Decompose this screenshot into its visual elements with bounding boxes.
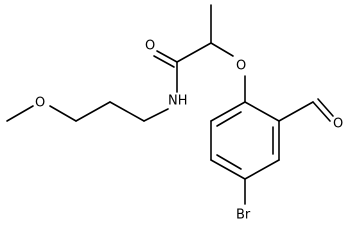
molecule-canvas: O NH O O O Br xyxy=(6,4,343,223)
bond-nitrogen-chain xyxy=(143,108,169,122)
ring-inner-bond-3 xyxy=(216,111,242,127)
ring-inner-bond-2 xyxy=(216,154,242,170)
bond-alpha-ether xyxy=(210,42,234,57)
aryl-ether-oxygen-label: O xyxy=(236,59,246,74)
bond-chain-1 xyxy=(109,101,145,122)
ring-bond-6 xyxy=(210,101,246,122)
carbonyl-oxygen-label: O xyxy=(145,39,155,54)
bond-aldehyde-double-1 xyxy=(312,101,331,122)
structure-diagram: O NH O O O Br xyxy=(6,4,343,223)
bond-chain-3 xyxy=(49,105,77,122)
ring-bond-1 xyxy=(244,101,280,122)
bond-alpha-carbonyl xyxy=(176,42,212,63)
nitrogen-label: NH xyxy=(168,94,188,109)
aldehyde-oxygen-label: O xyxy=(333,117,343,132)
ring-bond-4 xyxy=(210,159,246,180)
bond-ring-aldehyde xyxy=(278,101,314,122)
bond-chain-2 xyxy=(75,101,111,122)
methoxy-oxygen-label: O xyxy=(35,96,45,111)
ring-bond-3 xyxy=(244,159,280,180)
bond-carbonyl-double-1 xyxy=(156,50,178,63)
bond-aldehyde-double-2 xyxy=(317,98,334,117)
bond-methoxy xyxy=(6,105,34,122)
bond-carbonyl-double-2 xyxy=(153,55,175,68)
bromine-label: Br xyxy=(236,208,251,223)
